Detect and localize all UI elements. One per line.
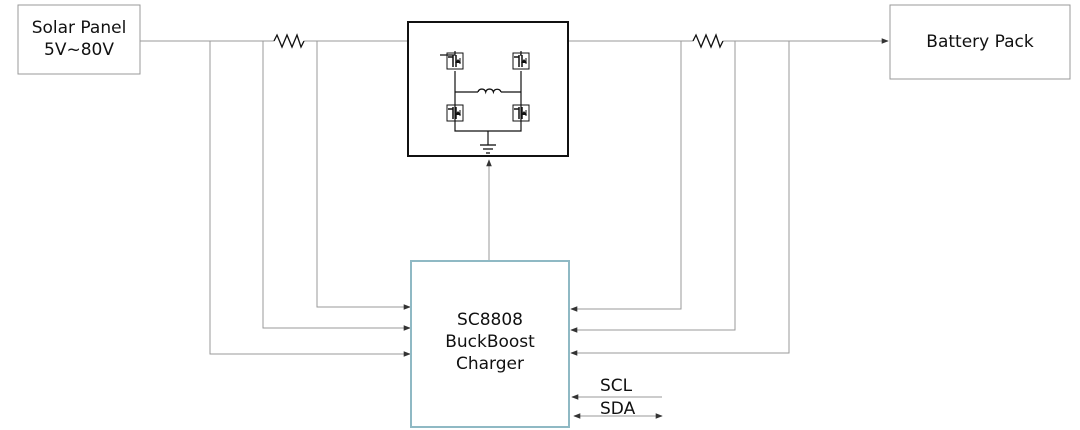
charger-function: Charger	[456, 354, 524, 374]
solar-panel-label: Solar Panel	[32, 18, 127, 38]
charger-part-number: SC8808	[457, 310, 523, 330]
wires	[140, 38, 889, 419]
battery-pack-label: Battery Pack	[926, 32, 1034, 52]
charger-ic-box: SC8808 BuckBoost Charger	[410, 260, 570, 428]
scl-label: SCL	[600, 376, 633, 396]
sda-label: SDA	[600, 399, 636, 419]
h-bridge-block	[407, 21, 569, 157]
inductor	[477, 88, 502, 95]
solar-panel-box: Solar Panel 5V~80V	[17, 4, 141, 75]
resistor-right	[692, 33, 724, 49]
battery-pack-box: Battery Pack	[889, 4, 1071, 80]
charger-topology: BuckBoost	[445, 332, 535, 352]
solar-panel-voltage: 5V~80V	[44, 40, 114, 60]
ground-icon	[480, 144, 496, 154]
resistor-left	[273, 33, 305, 49]
